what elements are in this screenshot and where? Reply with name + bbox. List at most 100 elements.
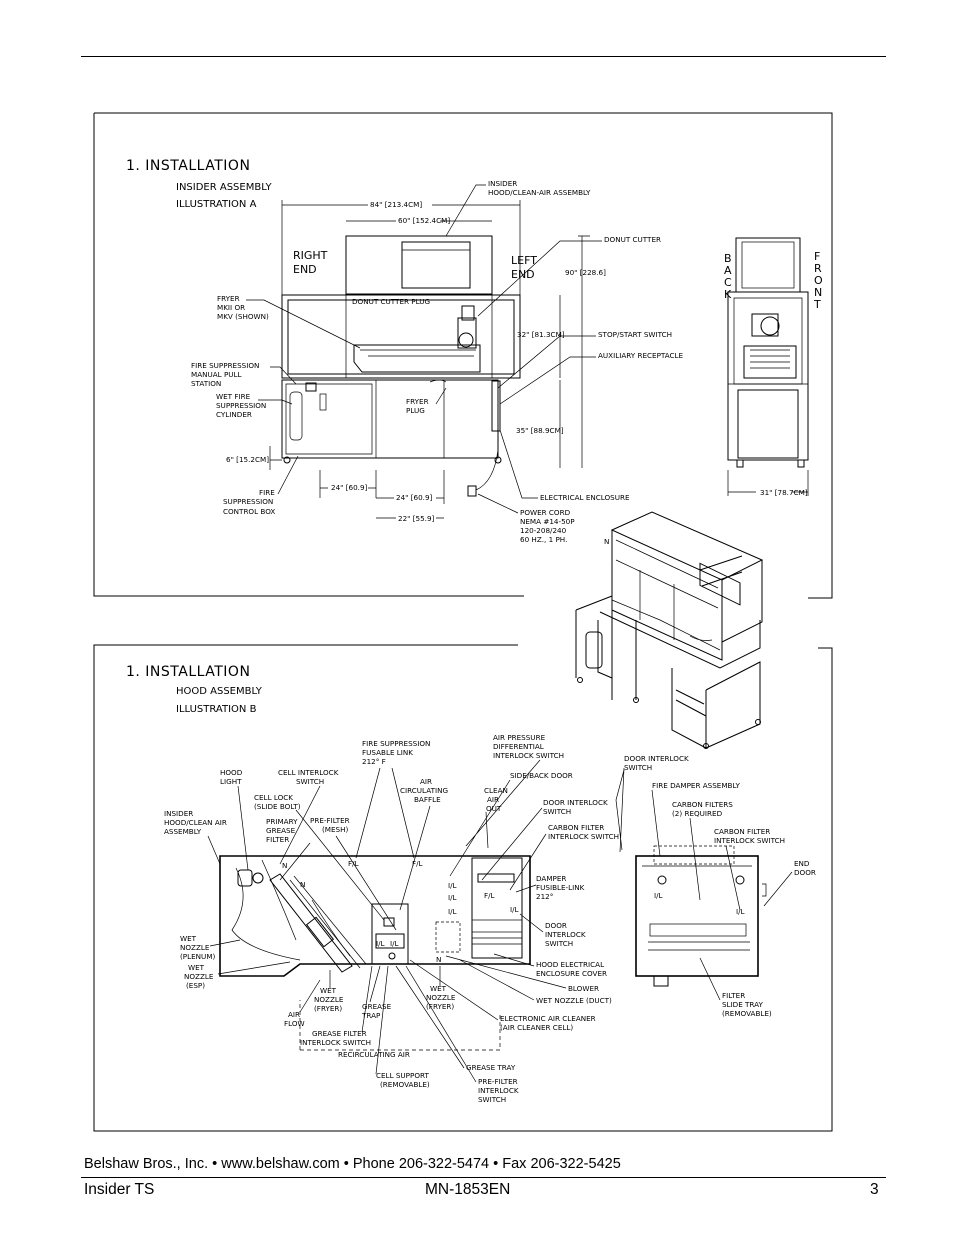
callout-label: GREASE: [362, 1002, 392, 1011]
callout-label: CARBON FILTERS: [672, 800, 733, 809]
callout-label: SWITCH: [543, 807, 571, 816]
callout-label: C: [724, 276, 732, 289]
callout-label: 35" [88.9CM]: [516, 426, 564, 435]
callout-label: DONUT CUTTER PLUG: [352, 297, 430, 306]
callout-label: MKII OR: [217, 303, 245, 312]
callout-label: 90" [228.6]: [565, 268, 606, 277]
callout-label: CYLINDER: [216, 410, 252, 419]
footer-phone: Phone 206-322-5474: [352, 1156, 490, 1172]
callout-label: FRYER: [406, 397, 429, 406]
callout-label: AIR PRESSURE: [493, 733, 546, 742]
callout-label: R: [814, 262, 822, 275]
illustration-b-title2: ILLUSTRATION B: [176, 704, 257, 715]
callout-label: GREASE TRAY: [466, 1063, 516, 1072]
callout-label: 31" [78.7CM]: [760, 488, 808, 497]
callout-label: LEFT: [511, 254, 537, 267]
back-label: B A C K: [724, 252, 732, 301]
callout-label: CLEAN: [484, 786, 508, 795]
callout-label: ENCLOSURE COVER: [536, 969, 607, 978]
callout-label: FUSIBLE-LINK: [536, 883, 585, 892]
callout-label: END: [511, 268, 535, 281]
callout-label: FIRE SUPPRESSION: [191, 361, 259, 370]
illustration-a-title1: INSIDER ASSEMBLY: [176, 182, 272, 193]
callout-label: A: [724, 264, 732, 277]
callout-label: FIRE SUPPRESSION: [362, 739, 430, 748]
callout-label: STOP/START SWITCH: [598, 330, 672, 339]
callout-label: FIRE DAMPER ASSEMBLY: [652, 781, 741, 790]
callout-label: RIGHT: [293, 249, 328, 262]
callout-label: PLUG: [406, 406, 425, 415]
callout-label: SWITCH: [296, 777, 324, 786]
callout-label: ELECTRONIC AIR CLEANER: [500, 1014, 596, 1023]
callout-label: (MESH): [322, 825, 349, 834]
callout-label: (PLENUM): [180, 952, 216, 961]
footer-fax: Fax 206-322-5425: [502, 1156, 621, 1172]
footer-rule: [81, 1177, 886, 1178]
callout-label: STATION: [191, 379, 221, 388]
callout-label: SWITCH: [545, 939, 573, 948]
callout-label: WET FIRE: [216, 392, 251, 401]
callout-label: CELL SUPPORT: [376, 1071, 429, 1080]
footer-company: Belshaw Bros., Inc.: [84, 1156, 209, 1172]
callout-label: 22" [55.9]: [398, 514, 435, 523]
footer-doc-number: MN-1853EN: [425, 1181, 511, 1198]
callout-label: 120-208/240: [520, 526, 567, 535]
callout-label: BAFFLE: [414, 795, 441, 804]
callout-label: HOOD ELECTRICAL: [536, 960, 604, 969]
callout-label: MKV (SHOWN): [217, 312, 269, 321]
callout-label: 212°: [536, 892, 553, 901]
callout-label: END: [794, 859, 810, 868]
callout-label: FUSABLE LINK: [362, 748, 413, 757]
callout-label: WET: [188, 963, 205, 972]
callout-label: (FRYER): [314, 1004, 342, 1013]
callout-label: 32" [81.3CM]: [517, 330, 565, 339]
callout-label: O: [814, 274, 823, 287]
callout-label: AIR: [420, 777, 432, 786]
callout-label: MANUAL PULL: [191, 370, 242, 379]
callout-label: DOOR: [794, 868, 816, 877]
callout-label: WET: [320, 986, 337, 995]
callout-label: I/L: [654, 891, 663, 900]
callout-label: B: [724, 252, 732, 265]
callout-label: PRIMARY: [266, 817, 298, 826]
callout-label: SWITCH: [478, 1095, 506, 1104]
callout-label: NOZZLE: [184, 972, 214, 981]
callout-label: NEMA #14-50P: [520, 517, 575, 526]
callout-label: DOOR INTERLOCK: [543, 798, 608, 807]
callout-label: N: [282, 861, 287, 870]
callout-label: N: [300, 880, 305, 889]
callout-label: I/L: [448, 907, 457, 916]
callout-label: INSIDER: [164, 809, 193, 818]
callout-label: 212° F: [362, 757, 386, 766]
callout-label: N: [814, 286, 822, 299]
callout-label: NOZZLE: [314, 995, 344, 1004]
header-rule: [81, 56, 886, 57]
callout-label: INTERLOCK: [478, 1086, 519, 1095]
footer-website-link[interactable]: www.belshaw.com: [221, 1156, 340, 1172]
callout-label: PRE-FILTER: [310, 816, 350, 825]
isometric-unit: N: [575, 511, 764, 749]
callout-label: 24" [60.9]: [331, 483, 368, 492]
callout-label: END: [293, 263, 317, 276]
callout-label: INTERLOCK SWITCH: [548, 832, 619, 841]
illustration-a-title2: ILLUSTRATION A: [176, 199, 257, 210]
callout-label: LIGHT: [220, 777, 242, 786]
callout-label: FILTER: [266, 835, 289, 844]
callout-label: INSIDER: [488, 179, 517, 188]
callout-label: FLOW: [284, 1019, 305, 1028]
footer-bullet-2: •: [343, 1156, 349, 1172]
callout-label: INTERLOCK SWITCH: [714, 836, 785, 845]
callout-label: F: [814, 250, 820, 263]
callout-label: I/L: [448, 881, 457, 890]
callout-label: DOOR INTERLOCK: [624, 754, 689, 763]
footer-bullet-3: •: [493, 1156, 499, 1172]
callout-label: AIR: [487, 795, 499, 804]
callout-label: DAMPER: [536, 874, 566, 883]
callout-label: DIFFERENTIAL: [493, 742, 544, 751]
page-number: 3: [870, 1181, 879, 1198]
callout-label: AUXILIARY RECEPTACLE: [598, 351, 684, 360]
callout-label: K: [724, 288, 732, 301]
callout-label: ASSEMBLY: [164, 827, 202, 836]
